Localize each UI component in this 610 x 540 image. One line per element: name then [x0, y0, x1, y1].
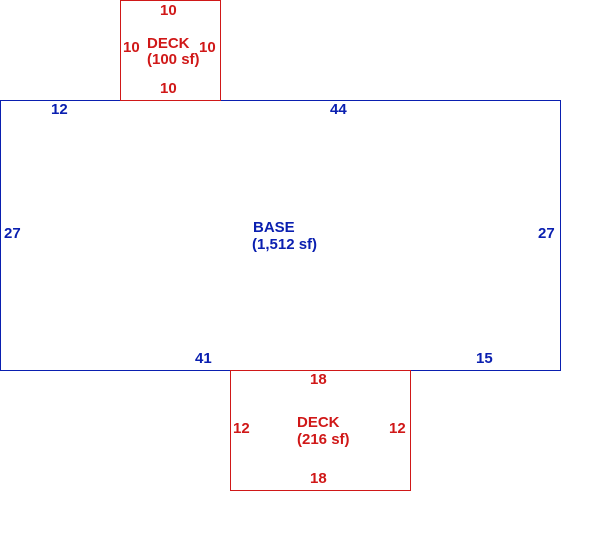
base-dim-bottom-left: 41	[195, 350, 212, 367]
deck-bottom-outline	[230, 370, 411, 491]
deck-bottom-dim-right: 12	[389, 420, 406, 437]
deck-top-dim-left: 10	[123, 39, 140, 56]
base-dim-top-right: 44	[330, 101, 347, 118]
deck-top-outline	[120, 0, 221, 101]
base-area: (1,512 sf)	[252, 236, 318, 253]
base-dim-right: 27	[538, 225, 555, 242]
deck-bottom-dim-top: 18	[310, 371, 327, 388]
base-name: BASE	[253, 219, 295, 236]
deck-top-name: DECK	[147, 35, 190, 52]
base-dim-left: 27	[4, 225, 21, 242]
deck-bottom-area: (216 sf)	[297, 431, 350, 448]
deck-top-dim-right: 10	[199, 39, 216, 56]
deck-top-dim-top: 10	[160, 2, 177, 19]
base-dim-bottom-right: 15	[476, 350, 493, 367]
deck-bottom-name: DECK	[297, 414, 340, 431]
base-dim-top-left: 12	[51, 101, 68, 118]
deck-top-area: (100 sf)	[147, 51, 200, 68]
deck-top-dim-bottom: 10	[160, 80, 177, 97]
deck-bottom-dim-bottom: 18	[310, 470, 327, 487]
deck-bottom-dim-left: 12	[233, 420, 250, 437]
